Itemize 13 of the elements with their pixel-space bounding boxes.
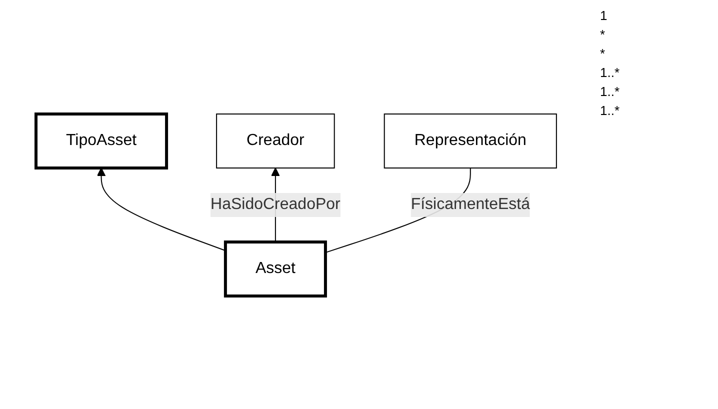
arrow: [96, 167, 226, 251]
multiplicity-label: *: [600, 27, 606, 42]
node-box: Creador: [216, 113, 335, 168]
node-box: Asset: [224, 240, 327, 297]
multiplicity-label: 1..*: [600, 103, 621, 118]
multiplicity-label: *: [600, 46, 606, 61]
node-box: TipoAsset: [34, 112, 168, 169]
edge-label: FísicamenteEstá: [410, 196, 530, 212]
edge-label: HaSidoCreadoPor: [210, 196, 340, 212]
multiplicity-label: 1..*: [600, 65, 621, 80]
node-box: Representación: [384, 113, 557, 168]
multiplicity-label: 1..*: [600, 84, 621, 99]
multiplicity-label: 1: [600, 8, 608, 23]
